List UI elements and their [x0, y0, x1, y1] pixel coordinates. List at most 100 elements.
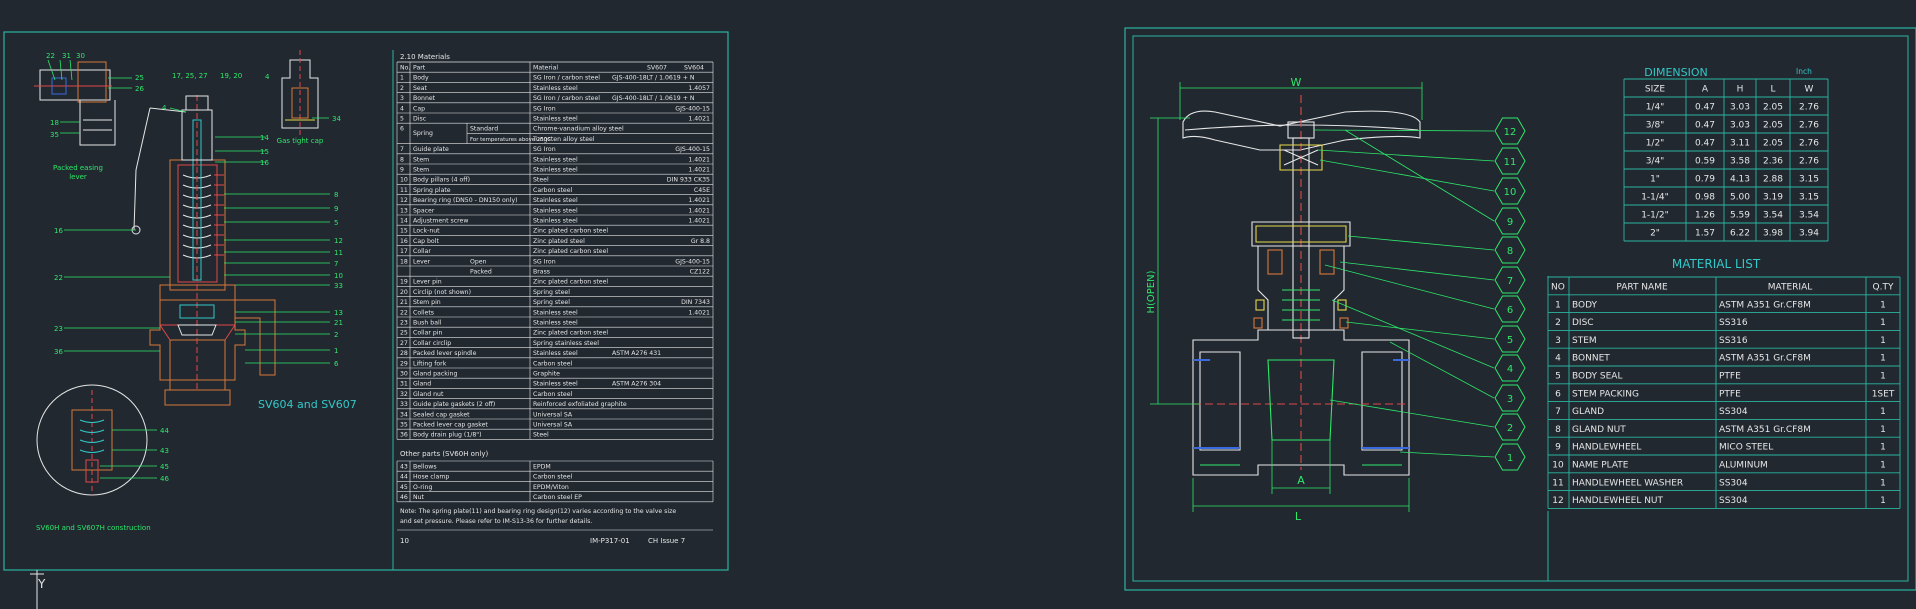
left-sheet-frame [3, 31, 729, 571]
callout-4-cap: 4 [265, 73, 270, 81]
packed-easing-lever-detail [34, 61, 116, 146]
balloon-11 [1494, 147, 1526, 175]
callout-19-20: 19, 20 [220, 72, 242, 80]
dim-label-l: L [1295, 510, 1302, 523]
materials-row-part: Circlip (not shown) [413, 289, 471, 296]
materials-row-no: 31 [400, 381, 408, 388]
materials-row-sv604: 1.4021 [688, 156, 710, 163]
material-row-part: DISC [1572, 318, 1594, 328]
material-row-no: 9 [1555, 443, 1561, 453]
materials-row-material: Stainless steel [533, 218, 578, 225]
materials-row-part: Packed lever spindle [413, 350, 477, 357]
callout-11: 11 [334, 249, 343, 257]
left-sheet: 22 31 30 25 26 17, 25, 27 19, 20 4 18 35… [3, 31, 729, 571]
materials-row-sv604: C45E [694, 187, 710, 194]
balloon-9 [1494, 207, 1526, 235]
materials-row-material: Reinforced exfoliated graphite [533, 401, 627, 408]
callout-36: 36 [54, 348, 63, 356]
materials-row-material: SG Iron [533, 258, 556, 265]
materials-row-part: Lifting fork [413, 360, 447, 367]
callout-leaders [47, 59, 330, 479]
dimension-cell: 3.98 [1763, 229, 1783, 239]
material-row-part: BONNET [1572, 354, 1610, 364]
material-row-material: ASTM A351 Gr.CF8M [1719, 425, 1811, 435]
balloon-label-1: 1 [1507, 453, 1513, 464]
dimension-cell: 2.05 [1763, 103, 1783, 113]
material-row-qty: 1 [1880, 300, 1886, 310]
material-row-no: 5 [1555, 372, 1561, 382]
material-row-material: SS316 [1719, 318, 1748, 328]
materials-row-sv604: GJS-400-15 [675, 105, 710, 112]
materials-row-no: 12 [400, 197, 408, 204]
dimension-cell: 3.58 [1730, 157, 1750, 167]
material-row-material: ASTM A351 Gr.CF8M [1719, 300, 1811, 310]
spring-sub-high-temp: For temperatures above 250C [470, 137, 551, 143]
dimension-cell: 3/8" [1646, 121, 1665, 131]
dimension-cell: 0.47 [1695, 121, 1715, 131]
material-row-no: 1 [1555, 300, 1561, 310]
callout-31: 31 [62, 52, 71, 60]
materials-row-part: Bearing ring (DN50 - DN150 only) [413, 197, 518, 204]
right-sheet-inner-frame [1132, 35, 1909, 582]
callout-45: 45 [160, 463, 169, 471]
dimension-cell: 1/4" [1646, 103, 1665, 113]
dimension-cell: 0.98 [1695, 193, 1715, 203]
footer-doc: IM-P317-01 [590, 537, 630, 545]
spring-sub-standard: Standard [470, 126, 498, 133]
materials-row-material: Carbon steel [533, 187, 573, 194]
other-part-no: 44 [400, 474, 408, 481]
materials-row-part: Cap bolt [413, 238, 439, 245]
materials-row-no: 5 [400, 116, 404, 123]
material-row-qty: 1 [1880, 336, 1886, 346]
note-line-1: Note: The spring plate(11) and bearing r… [400, 508, 676, 515]
materials-row-no: 29 [400, 360, 408, 367]
balloon-label-7: 7 [1507, 276, 1513, 287]
dimension-cell: 1.26 [1695, 211, 1715, 221]
material-row-no: 4 [1555, 354, 1561, 364]
dimension-cell: 6.22 [1730, 229, 1750, 239]
balloon-2 [1494, 413, 1526, 441]
dimension-cell: 1/2" [1646, 139, 1665, 149]
dimension-cell: 1-1/4" [1641, 193, 1669, 203]
dimension-cell: 2.76 [1799, 103, 1819, 113]
balloon-5 [1494, 325, 1526, 353]
callout-16-right: 16 [260, 159, 269, 167]
materials-row-material: SG Iron / carbon steel [533, 75, 600, 82]
material-row-qty: 1 [1880, 461, 1886, 471]
materials-heading: 2.10 Materials [400, 53, 450, 61]
callout-25: 25 [135, 74, 144, 82]
materials-row-material: Stainless steel [533, 156, 578, 163]
dimension-header-l: L [1770, 85, 1775, 95]
callout-2: 2 [334, 331, 338, 339]
dimension-cell: 3.94 [1799, 229, 1819, 239]
materials-row-no: 33 [400, 401, 408, 408]
caption-model: SV604 and SV607 [258, 398, 357, 411]
material-row-part: HANDLEWHEEL NUT [1572, 496, 1664, 506]
material-row-material: ALUMINUM [1719, 461, 1768, 471]
dimension-unit: Inch [1796, 67, 1812, 76]
dimension-cell: 2" [1650, 229, 1660, 239]
callout-44: 44 [160, 427, 169, 435]
material-row-material: ASTM A351 Gr.CF8M [1719, 354, 1811, 364]
materials-row-material: Zinc plated carbon steel [533, 248, 608, 255]
ucs-y-label: Y [37, 577, 46, 591]
materials-row-material: Stainless steel [533, 320, 578, 327]
callout-1: 1 [334, 347, 338, 355]
materials-header-1: Part [413, 65, 426, 72]
dimension-cell: 1-1/2" [1641, 211, 1669, 221]
material-row-qty: 1 [1880, 318, 1886, 328]
materials-row-no: 16 [400, 238, 408, 245]
dimension-cell: 2.76 [1799, 157, 1819, 167]
dimension-lines [1150, 82, 1423, 512]
materials-row-material: Brass [533, 269, 550, 276]
callout-46: 46 [160, 475, 169, 483]
materials-row-no: 36 [400, 432, 408, 439]
material-row-part: GLAND [1572, 407, 1604, 417]
materials-header-4: SV604 [684, 65, 704, 72]
materials-row-sv604: Gr 8.8 [691, 238, 710, 245]
bellows-detail [36, 384, 148, 496]
callout-9: 9 [334, 205, 338, 213]
